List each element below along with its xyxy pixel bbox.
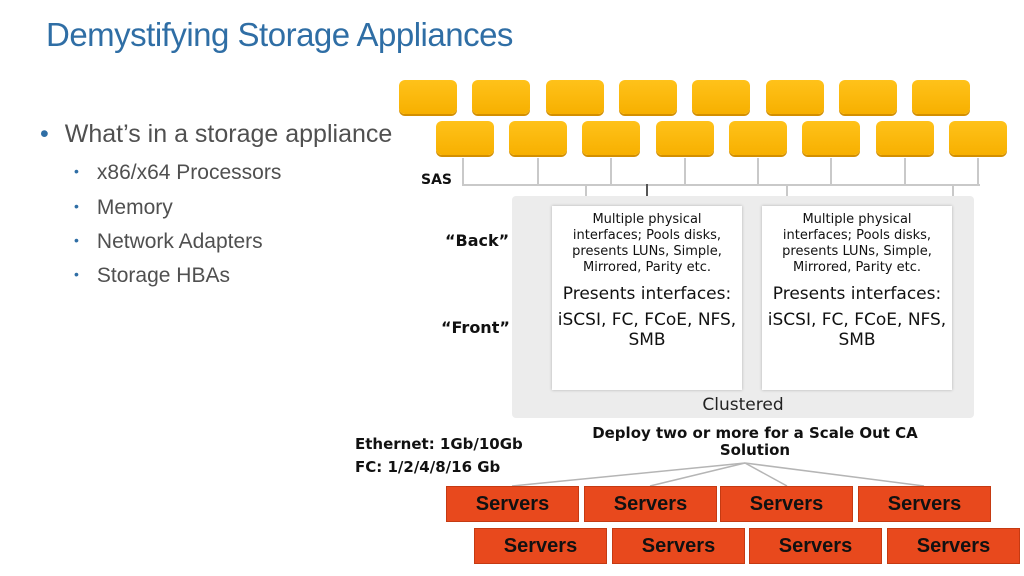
disk-icon	[766, 80, 824, 114]
connector-line	[684, 158, 686, 185]
server-box: Servers	[584, 486, 717, 522]
disk-icon	[509, 121, 567, 155]
sub-bullet-text: Storage HBAs	[96, 264, 230, 287]
disk-icon	[472, 80, 530, 114]
server-box: Servers	[749, 528, 882, 564]
connector-line	[904, 158, 906, 185]
node-back-text: Multiple physical interfaces; Pools disk…	[572, 212, 722, 275]
node-protocols: iSCSI, FC, FCoE, NFS, SMB	[557, 310, 737, 350]
connector-line	[585, 184, 587, 206]
sub-bullet-text: x86/x64 Processors	[96, 161, 282, 184]
disk-icon	[692, 80, 750, 114]
sas-label: SAS	[421, 172, 453, 188]
sub-bullet-text: Network Adapters	[96, 230, 263, 253]
storage-node: Multiple physical interfaces; Pools disk…	[552, 206, 742, 390]
bullet-main-text: What’s in a storage appliance	[64, 120, 393, 148]
node-front-text: Presents interfaces:	[562, 284, 732, 304]
connector-line	[537, 158, 539, 185]
sub-bullet-network: •Network Adapters	[74, 230, 263, 253]
disk-icon	[436, 121, 494, 155]
page-title: Demystifying Storage Appliances	[46, 16, 513, 53]
disk-icon	[912, 80, 970, 114]
connector-line	[952, 184, 954, 206]
server-box: Servers	[612, 528, 745, 564]
disk-icon	[582, 121, 640, 155]
front-label: “Front”	[441, 318, 510, 337]
connector-line	[786, 184, 788, 206]
disk-icon	[876, 121, 934, 155]
node-back-text: Multiple physical interfaces; Pools disk…	[782, 212, 932, 275]
connector-line	[977, 158, 979, 185]
disk-icon	[546, 80, 604, 114]
server-box: Servers	[887, 528, 1020, 564]
back-label: “Back”	[445, 231, 510, 250]
deploy-label: Deploy two or more for a Scale Out CA So…	[592, 424, 918, 459]
fc-label: FC: 1/2/4/8/16 Gb	[355, 458, 501, 476]
connector-line	[646, 184, 648, 206]
ethernet-label: Ethernet: 1Gb/10Gb	[355, 435, 523, 453]
sub-bullet-hba: •Storage HBAs	[74, 264, 230, 287]
sub-bullet-text: Memory	[96, 196, 173, 219]
server-box: Servers	[474, 528, 607, 564]
cluster-box: Multiple physical interfaces; Pools disk…	[512, 196, 974, 418]
sub-bullet-memory: •Memory	[74, 196, 173, 219]
disk-icon	[656, 121, 714, 155]
bullet-main: •What’s in a storage appliance	[40, 120, 393, 148]
connector-line	[757, 158, 759, 185]
node-front-text: Presents interfaces:	[772, 284, 942, 304]
server-box: Servers	[720, 486, 853, 522]
cluster-label: Clustered	[702, 395, 784, 415]
node-protocols: iSCSI, FC, FCoE, NFS, SMB	[767, 310, 947, 350]
disk-icon	[619, 80, 677, 114]
connector-line	[830, 158, 832, 185]
disk-icon	[729, 121, 787, 155]
disk-icon	[839, 80, 897, 114]
server-box: Servers	[858, 486, 991, 522]
disk-icon	[802, 121, 860, 155]
storage-node: Multiple physical interfaces; Pools disk…	[762, 206, 952, 390]
connector-line	[610, 158, 612, 185]
disk-icon	[399, 80, 457, 114]
disk-icon	[949, 121, 1007, 155]
sub-bullet-processors: •x86/x64 Processors	[74, 161, 282, 184]
connector-line	[462, 158, 464, 185]
server-box: Servers	[446, 486, 579, 522]
sas-bus-line	[462, 184, 980, 186]
